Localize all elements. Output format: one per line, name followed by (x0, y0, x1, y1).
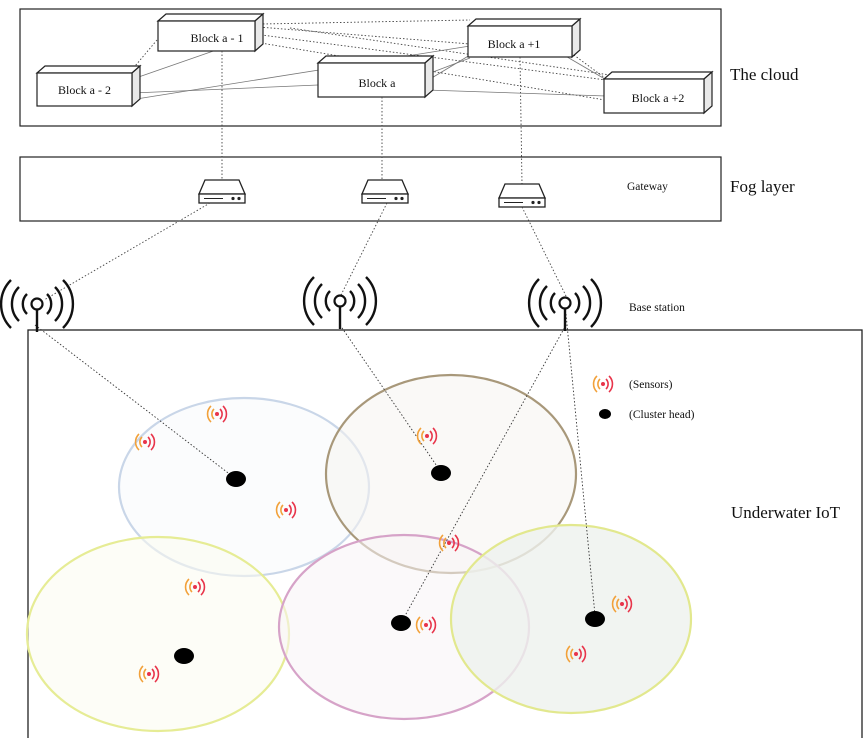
gateway-base-links (43, 202, 567, 301)
block-a-minus-2: Block a - 2 (35, 64, 142, 108)
cluster-head-icon (174, 648, 194, 664)
gateway-icon-3 (498, 183, 546, 208)
legend-cluster-head-icon (599, 409, 611, 419)
block-a-plus-2-label: Block a +2 (632, 91, 685, 105)
block-a-plus-2: Block a +2 (602, 70, 714, 115)
block-a-label: Block a (359, 76, 397, 90)
fog-layer-label: Fog layer (730, 177, 795, 196)
block-a-plus-1: Block a +1 (466, 17, 582, 59)
gateway-label: Gateway (627, 181, 668, 193)
cluster-head-icon (431, 465, 451, 481)
base-cluster-links (34, 313, 596, 624)
cluster-head-icon (585, 611, 605, 627)
base-station-icon-1 (0, 278, 75, 334)
block-a-minus-2-label: Block a - 2 (58, 83, 111, 97)
cluster-regions (25, 373, 693, 733)
cloud-layer-label: The cloud (730, 65, 799, 84)
cluster-head-icon (226, 471, 246, 487)
cluster-heads (174, 465, 605, 664)
legend-cluster-head-label: (Cluster head) (629, 409, 695, 421)
cluster-head-icon (391, 615, 411, 631)
legend: (Sensors) (Cluster head) (592, 375, 695, 421)
cluster-circle-bottom-left (25, 535, 291, 733)
cluster-circle-bottom-right (449, 523, 693, 715)
block-a-minus-1: Block a - 1 (156, 12, 265, 53)
gateway-icon-1 (198, 179, 246, 204)
block-mesh-links (129, 19, 611, 101)
block-a-minus-1-label: Block a - 1 (191, 31, 244, 45)
block-a-plus-1-label: Block a +1 (488, 37, 541, 51)
base-station-label: Base station (629, 302, 685, 314)
base-station-icon-3 (527, 277, 603, 333)
underwater-layer-label: Underwater IoT (731, 503, 841, 522)
base-station-icon-2 (302, 275, 378, 331)
legend-sensors-label: (Sensors) (629, 379, 673, 391)
cloud-gateway-links (221, 51, 523, 185)
block-a: Block a (316, 54, 435, 99)
gateway-icon-2 (361, 179, 409, 204)
